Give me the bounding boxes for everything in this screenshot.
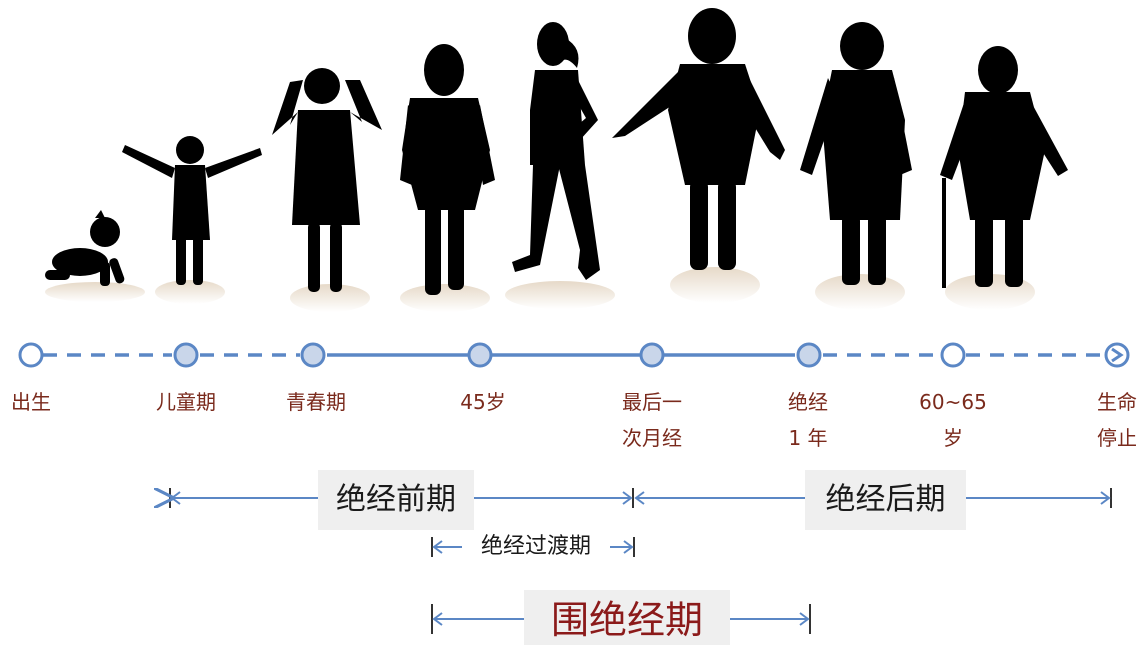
silhouette-adult-woman (612, 8, 785, 270)
premenopause-label: 绝经前期 (318, 470, 474, 530)
timeline-node-age45 (467, 342, 493, 368)
perimenopause-arrow (431, 604, 811, 634)
timeline-label-puberty: 青春期 (286, 390, 346, 414)
timeline-label-childhood: 儿童期 (156, 390, 216, 414)
timeline-node-birth (18, 342, 44, 368)
postmenopause-label: 绝经后期 (805, 470, 966, 530)
timeline-node-puberty (300, 342, 326, 368)
timeline-node-last-menses (639, 342, 665, 368)
timeline-nodes (18, 342, 1130, 368)
postmenopause-arrow (634, 488, 1112, 508)
silhouette-teen (272, 68, 382, 292)
life-stage-silhouettes (45, 8, 1068, 312)
timeline-label-age45: 45岁 (460, 390, 506, 414)
silhouette-baby (45, 210, 125, 286)
silhouette-young-woman (512, 22, 600, 280)
timeline-label-birth: 出生 (11, 390, 51, 414)
silhouette-child (122, 136, 262, 285)
perimenopause-label: 围绝经期 (524, 590, 730, 645)
timeline-node-one-year-after (796, 342, 822, 368)
timeline-label-one-year-after: 绝经 1 年 (788, 390, 828, 450)
silhouette-woman-45 (400, 44, 495, 295)
timeline-label-death: 生命 停止 (1097, 390, 1137, 450)
timeline-node-childhood (173, 342, 199, 368)
transition-label: 绝经过渡期 (462, 531, 610, 563)
timeline-node-age60-65 (940, 342, 966, 368)
transition-arrow (431, 537, 635, 557)
silhouette-older-woman (800, 22, 912, 285)
timeline-node-death (1104, 342, 1130, 368)
timeline-label-age60-65: 60~65 岁 (919, 390, 987, 450)
premenopause-arrow (170, 488, 634, 508)
timeline-label-last-menses: 最后一 次月经 (622, 390, 682, 450)
silhouette-elderly-woman (940, 46, 1068, 288)
